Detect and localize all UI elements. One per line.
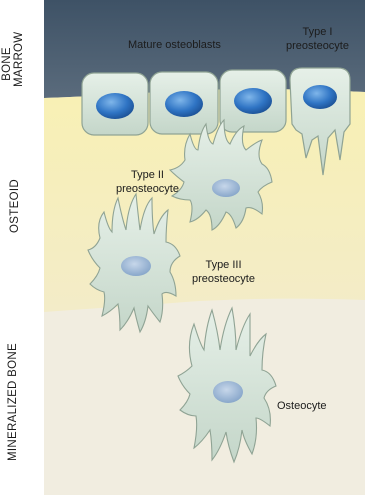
label-type-3-line1: Type III [192, 258, 255, 272]
zone-label-bone-marrow: BONE MARROW [1, 41, 25, 87]
label-type-1-line2: preosteocyte [286, 39, 349, 53]
label-type-2-line1: Type II [116, 168, 179, 182]
label-type-3-line2: preosteocyte [192, 272, 255, 286]
label-osteocyte: Osteocyte [277, 399, 327, 413]
label-type-1-preosteocyte: Type I preosteocyte [286, 25, 349, 53]
label-type-2-preosteocyte: Type II preosteocyte [116, 168, 179, 196]
zone-label-osteoid: OSTEOID [9, 175, 21, 237]
zone-label-mineralized-bone: MINERALIZED BONE [7, 337, 19, 467]
label-type-1-line1: Type I [286, 25, 349, 39]
mature-osteoblast [82, 73, 148, 135]
mature-osteoblast [220, 70, 286, 132]
mature-osteoblast [150, 72, 218, 134]
label-type-3-preosteocyte: Type III preosteocyte [192, 258, 255, 286]
label-type-2-line2: preosteocyte [116, 182, 179, 196]
label-mature-osteoblasts: Mature osteoblasts [128, 38, 221, 52]
